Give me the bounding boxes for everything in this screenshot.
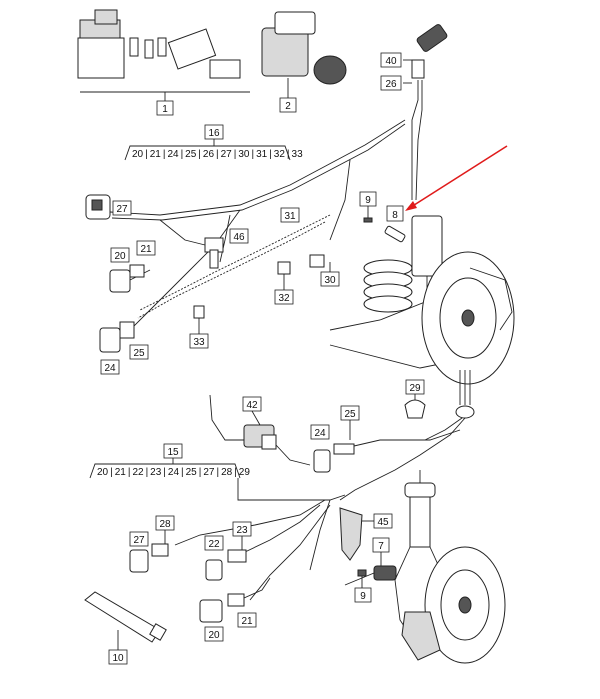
callout-33: 33 bbox=[189, 333, 209, 349]
svg-text:24: 24 bbox=[314, 428, 326, 439]
svg-text:10: 10 bbox=[112, 653, 124, 664]
callout-8-highlighted: 8 bbox=[386, 205, 404, 222]
callout-9-lower: 9 bbox=[354, 587, 372, 603]
svg-text:8: 8 bbox=[392, 210, 398, 221]
svg-text:1: 1 bbox=[162, 104, 168, 115]
connector-20-21-lower bbox=[199, 577, 271, 623]
callout-25-lower: 25 bbox=[340, 405, 360, 421]
svg-text:25: 25 bbox=[344, 409, 356, 420]
callout-27-lower: 27 bbox=[129, 531, 149, 547]
clip-33 bbox=[193, 305, 205, 334]
bolt-9-lower bbox=[357, 569, 367, 588]
svg-text:9: 9 bbox=[365, 195, 371, 206]
clip-30 bbox=[309, 254, 331, 272]
callout-1: 1 bbox=[156, 100, 174, 116]
callout-28: 28 bbox=[155, 515, 175, 531]
connector-24-25-upper bbox=[99, 321, 135, 353]
callout-40: 40 bbox=[380, 52, 402, 68]
callout-30: 30 bbox=[320, 271, 340, 287]
callout-25-upper: 25 bbox=[129, 344, 149, 360]
callout-20-lower: 20 bbox=[204, 626, 224, 642]
svg-text:20: 20 bbox=[208, 630, 220, 641]
control-unit-kit bbox=[77, 9, 250, 101]
connector-20-21-upper bbox=[109, 264, 145, 293]
svg-text:15: 15 bbox=[167, 447, 179, 458]
svg-text:16: 16 bbox=[208, 128, 220, 139]
upper-wiring-harness bbox=[109, 119, 406, 336]
bracket-46 bbox=[204, 237, 224, 269]
grommet-29 bbox=[404, 394, 426, 419]
callout-2: 2 bbox=[279, 97, 297, 113]
callout-22: 22 bbox=[204, 535, 224, 551]
group-15-list: 20 | 21 | 22 | 23 | 24 | 25 | 27 | 28 | … bbox=[89, 463, 250, 479]
svg-text:40: 40 bbox=[385, 56, 397, 67]
svg-text:23: 23 bbox=[236, 525, 248, 536]
svg-text:27: 27 bbox=[116, 204, 128, 215]
callout-24-lower: 24 bbox=[310, 424, 330, 440]
lower-wiring-harness bbox=[174, 478, 346, 601]
svg-text:26: 26 bbox=[385, 79, 397, 90]
svg-text:24: 24 bbox=[104, 363, 116, 374]
group-15-list-text: 20 | 21 | 22 | 23 | 24 | 25 | 27 | 28 | … bbox=[97, 467, 250, 478]
svg-text:22: 22 bbox=[208, 539, 220, 550]
svg-text:29: 29 bbox=[409, 383, 421, 394]
svg-text:33: 33 bbox=[193, 337, 205, 348]
svg-text:2: 2 bbox=[285, 101, 291, 112]
callout-7: 7 bbox=[372, 537, 390, 553]
callout-16: 16 bbox=[204, 124, 224, 146]
group-16-list: 20 | 21 | 24 | 25 | 26 | 27 | 30 | 31 | … bbox=[124, 145, 303, 161]
callout-10: 10 bbox=[108, 649, 128, 665]
svg-text:27: 27 bbox=[133, 535, 145, 546]
svg-text:9: 9 bbox=[360, 591, 366, 602]
callout-42: 42 bbox=[242, 396, 262, 412]
svg-text:42: 42 bbox=[246, 400, 258, 411]
callout-31: 31 bbox=[280, 207, 300, 223]
svg-text:45: 45 bbox=[377, 517, 389, 528]
svg-text:21: 21 bbox=[241, 616, 253, 627]
front-wiring-lead bbox=[339, 370, 475, 501]
abs-hydraulic-unit bbox=[261, 11, 347, 98]
callout-15: 15 bbox=[163, 443, 183, 464]
rear-brake-disc bbox=[421, 251, 515, 385]
sensor-bracket-42 bbox=[209, 394, 311, 466]
group-16-list-text: 20 | 21 | 24 | 25 | 26 | 27 | 30 | 31 | … bbox=[132, 149, 303, 160]
grease-tube-10 bbox=[84, 591, 167, 650]
bracket-45 bbox=[339, 507, 374, 561]
connector-22-23 bbox=[205, 536, 247, 581]
callout-45: 45 bbox=[373, 513, 393, 529]
svg-text:20: 20 bbox=[114, 251, 126, 262]
bolt-9-upper bbox=[363, 206, 373, 223]
callout-46: 46 bbox=[229, 228, 249, 244]
callout-24-upper: 24 bbox=[100, 359, 120, 375]
svg-text:7: 7 bbox=[378, 541, 384, 552]
callout-9-upper: 9 bbox=[359, 191, 377, 207]
svg-text:30: 30 bbox=[324, 275, 336, 286]
front-brake-disc bbox=[401, 546, 506, 664]
svg-text:31: 31 bbox=[284, 211, 296, 222]
callout-26: 26 bbox=[380, 75, 402, 91]
clip-32 bbox=[277, 261, 291, 290]
callout-27-top: 27 bbox=[112, 200, 132, 216]
svg-text:25: 25 bbox=[133, 348, 145, 359]
callout-21-lower: 21 bbox=[237, 612, 257, 628]
svg-text:46: 46 bbox=[233, 232, 245, 243]
wheel-speed-sensor-7 bbox=[344, 552, 397, 586]
svg-text:32: 32 bbox=[278, 293, 290, 304]
callout-32: 32 bbox=[274, 289, 294, 305]
connector-27-28-lower bbox=[129, 530, 169, 573]
connector-27-top bbox=[85, 194, 111, 220]
callout-29: 29 bbox=[405, 379, 425, 395]
highlight-arrow bbox=[405, 145, 508, 211]
sensor-top bbox=[403, 24, 448, 201]
svg-text:21: 21 bbox=[140, 244, 152, 255]
connector-24-25-lower bbox=[313, 420, 461, 473]
svg-text:28: 28 bbox=[159, 519, 171, 530]
callout-21-upper: 21 bbox=[136, 240, 156, 256]
callout-20-upper: 20 bbox=[110, 247, 130, 263]
callout-23: 23 bbox=[232, 521, 252, 537]
